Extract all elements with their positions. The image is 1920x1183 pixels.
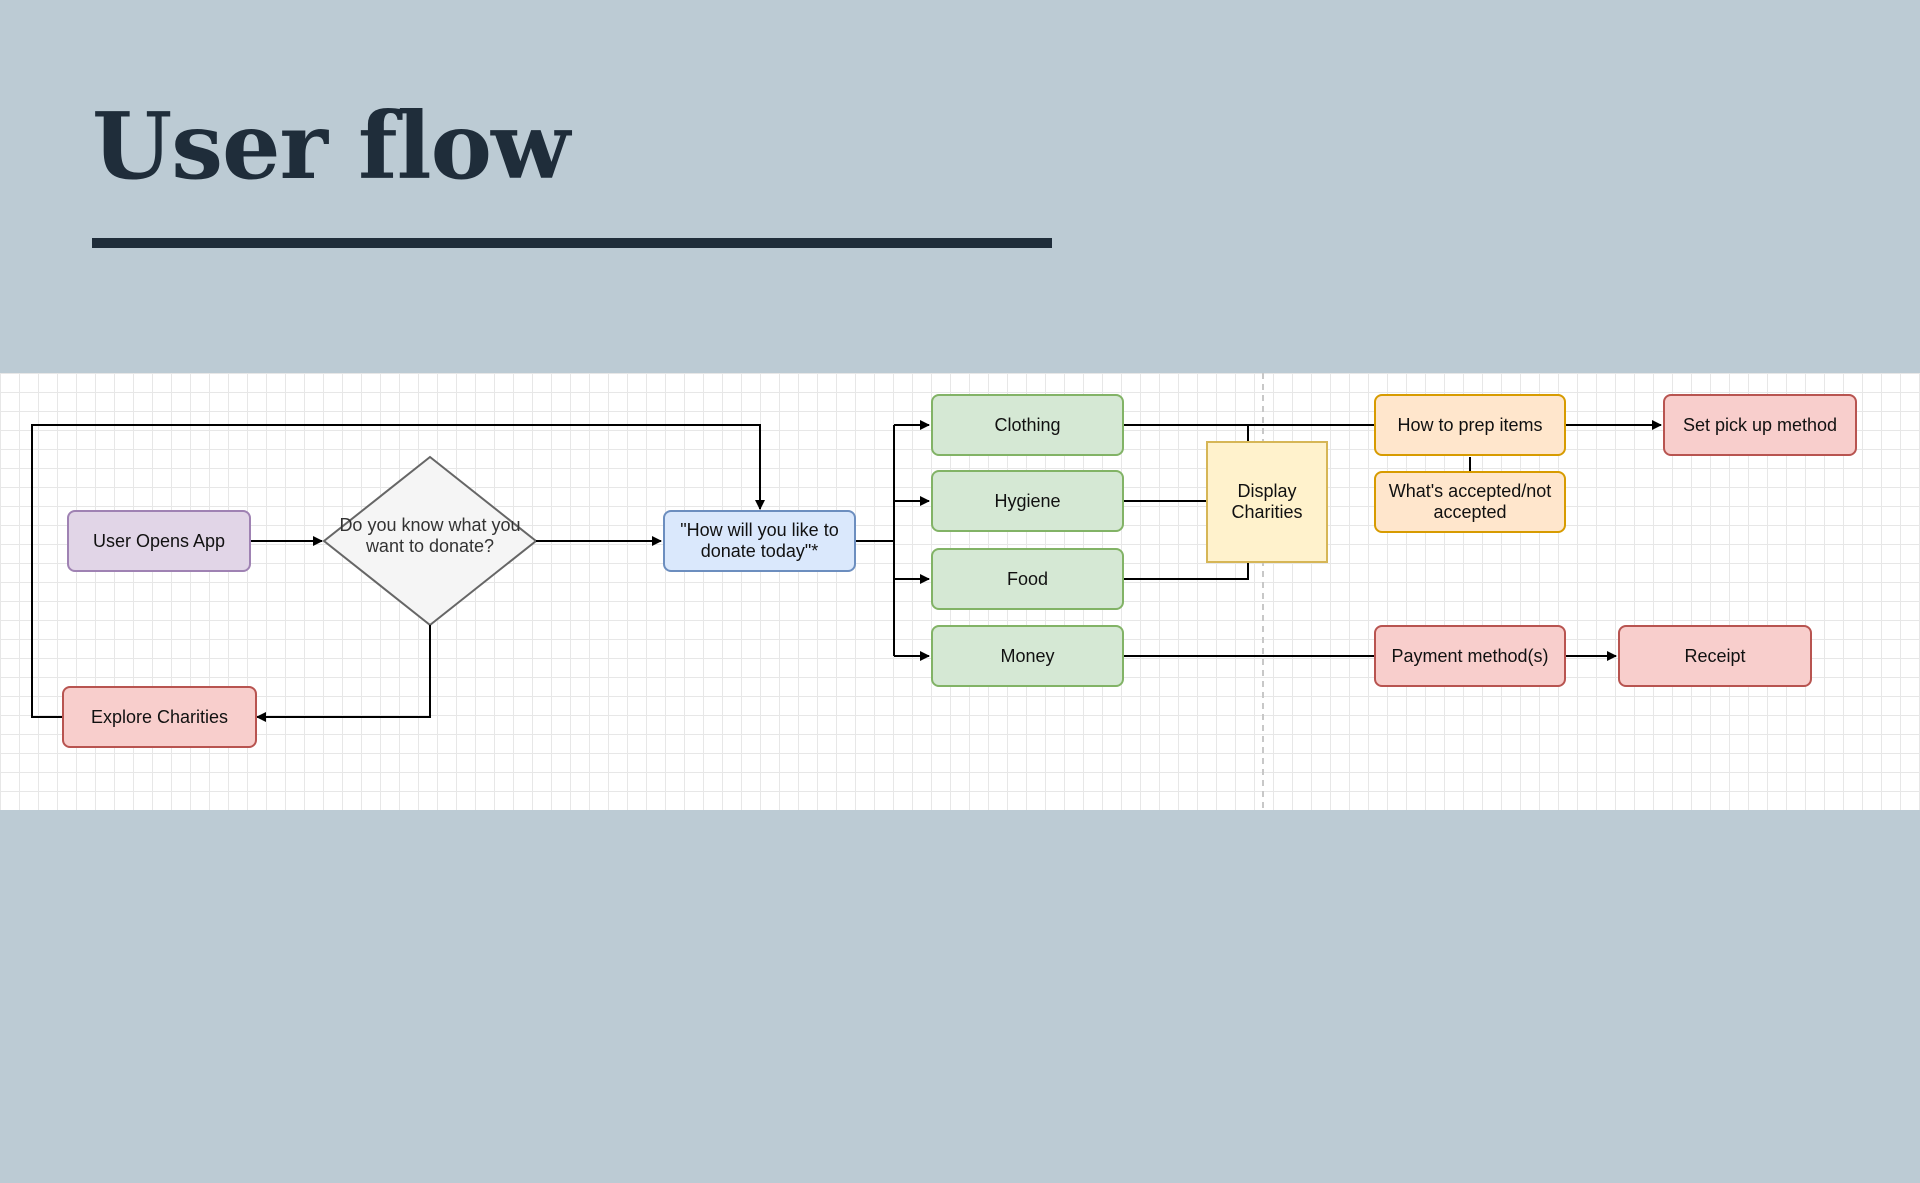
node-decision-label: Do you know what you want to donate?	[339, 515, 521, 556]
node-user-opens-app: User Opens App	[67, 510, 251, 572]
connector-food-display	[1124, 563, 1249, 580]
node-hygiene: Hygiene	[931, 470, 1124, 532]
title-underline	[92, 238, 1052, 248]
connector-explore-question	[31, 424, 765, 718]
node-payment-methods: Payment method(s)	[1374, 625, 1566, 687]
node-whats-accepted: What's accepted/not accepted	[1374, 471, 1566, 533]
connector-decision-explore	[256, 625, 431, 722]
node-set-pick-up-method: Set pick up method	[1663, 394, 1857, 456]
flow-diagram-canvas: User Opens App Do you know what you want…	[0, 373, 1920, 810]
node-display-charities: Display Charities	[1206, 441, 1328, 563]
page-title: User flow	[92, 92, 570, 200]
connector-layer	[31, 373, 1662, 810]
node-clothing: Clothing	[931, 394, 1124, 456]
node-how-will-you-donate: "How will you like to donate today"*	[663, 510, 856, 572]
node-receipt: Receipt	[1618, 625, 1812, 687]
node-money: Money	[931, 625, 1124, 687]
node-food: Food	[931, 548, 1124, 610]
node-how-to-prep-items: How to prep items	[1374, 394, 1566, 456]
node-explore-charities: Explore Charities	[62, 686, 257, 748]
